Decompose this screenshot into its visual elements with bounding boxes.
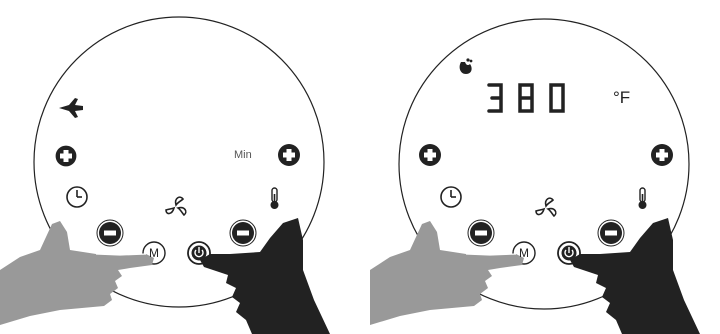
clock-icon xyxy=(67,187,87,207)
clock-icon xyxy=(441,187,461,207)
temp-minus-button[interactable] xyxy=(598,220,624,246)
temp-plus-button[interactable] xyxy=(651,144,673,166)
temp-plus-button[interactable] xyxy=(278,144,300,166)
time-unit-label: Min xyxy=(234,149,252,161)
right-control-panel: °F M 380 xyxy=(360,0,720,334)
mode-button-label: M xyxy=(149,246,159,260)
left-control-panel: Min M xyxy=(0,0,360,334)
temperature-unit-label: °F xyxy=(613,88,630,108)
mode-button-label: M xyxy=(519,246,529,260)
thermometer-icon xyxy=(639,188,647,209)
time-minus-button[interactable] xyxy=(97,220,123,246)
time-minus-button[interactable] xyxy=(468,220,494,246)
temp-minus-button[interactable] xyxy=(230,220,256,246)
time-plus-button[interactable] xyxy=(419,144,441,166)
thermometer-icon xyxy=(271,188,279,209)
time-plus-button[interactable] xyxy=(55,145,77,167)
